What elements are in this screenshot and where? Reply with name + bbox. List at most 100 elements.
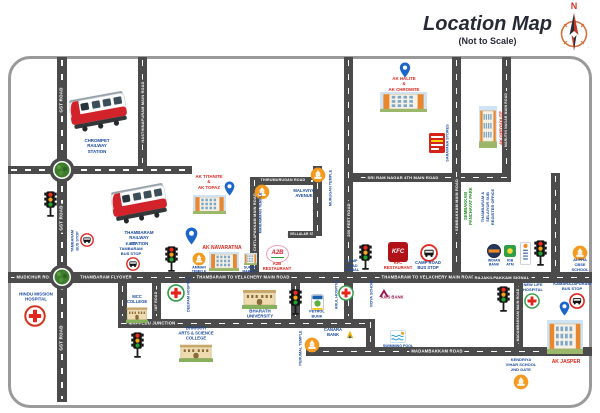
bus-stop-icon [420,244,438,262]
roundabout-icon [49,264,75,290]
train-icon [110,178,168,226]
label-bharath-arts-science-college: BHARATH ARTS & SCIENCE COLLEGE [178,325,214,341]
road-thirumurugan-road: THIRUMURUGAN ROAD [252,177,317,185]
supermarket-sign-icon [429,133,445,153]
label-saravana-stores: SARAVANA STORES [445,124,450,162]
road-label-chitlapakkam-main-road: CHITLAPAKKAM MAIN ROAD [252,191,257,253]
label-thambaram-railway-station: THAMBARAM RAILWAY STATION [124,230,154,246]
label-camp-road-signal: CAMP ROAD SIGNAL [344,259,360,273]
building-photo [479,106,497,148]
road-sembakkam-main-road: SEMBAKKAM MAIN ROAD [452,57,461,272]
road-label-sri-ram-nagar-4th-main-road: SRI RAM NAGAR 4TH MAIN ROAD [365,174,441,180]
label-sembakkam-panchayat-park: SEMBAKKAM PANCHAYAT PARK [462,187,473,225]
hospital-cross-icon [524,293,540,309]
label-indian-bank: INDIAN BANK [487,258,501,267]
road-9 [118,283,127,319]
traffic-signal-icon [131,332,144,358]
college-building-icon [179,342,213,362]
label-ak-jasper: AK JASPER [551,359,581,365]
road-12 [313,166,322,236]
label-iob-atm: IOB ATM [506,258,514,267]
road-label-200-feet-road: 200 FEET ROAD [345,201,351,239]
page-title: Location Map [423,13,552,35]
bus-stop-icon [569,293,585,309]
hospital-cross-icon [24,305,46,327]
road-label-madambakkam-main-road: MADAMBAKKAM MAIN ROAD [515,286,521,344]
road-label-madambakkam-road: MADAMBAKKAM ROAD [409,348,465,354]
road-label-thambaram-to-velachery-main-road: THAMBARAM TO VELACHERY MAIN ROAD [379,274,477,280]
map-pin-icon [559,301,570,316]
road-label-maruthi-nagar-main-road: MARUTHI NAGAR MAIN ROAD [503,90,509,150]
college-building-icon [126,305,148,323]
temple-landmark-icon [304,337,320,353]
temple-landmark-icon [254,184,270,200]
road-label-iaf-road: IAF ROAD [153,289,159,313]
page-subtitle: (Not to Scale) [458,36,517,46]
map-pin-icon [185,227,198,245]
hospital-cross-icon [338,285,354,301]
label-vidya-school: VIDYA SCHOOL [369,278,374,308]
kfc-logo-icon: KFC [388,242,408,262]
swimming-pool-icon [390,330,406,343]
axis-bank-logo-icon [379,289,389,297]
label-thambaram-selaiyur-sub-register-office: THAMBARAM & SELAIYUR SUB REGISTER OFFICE [479,188,495,226]
label-perumal-temple: PERUMAL TEMPLE [298,330,303,366]
traffic-signal-icon [497,286,510,312]
road-madambakkam-main-road: MADAMBAKKAM MAIN ROAD [514,283,523,347]
kfc-logo-text: KFC [391,249,405,255]
label-murugan-temple: MURUGAN TEMPLE [328,169,333,207]
label-kendriya-vihar-school-2nd-gate: KENDRIYA VIHAR SCHOOL 2ND GATE [505,356,537,372]
label-mcc-college: MCC COLLEGE [126,293,148,304]
label-ak-titanite-ak-topaz: AK TITANITE & AK TOPAZ [195,174,223,190]
college-building-icon [242,287,277,309]
map-pin-icon [399,62,411,78]
bus-stop-icon [126,257,140,271]
road-iaf-road: IAF ROAD [152,283,161,319]
road-label-gst-road: GST ROAD [58,85,65,115]
road-0 [8,166,192,174]
road-mappedu-junction: MAPPEDU JUNCTION [118,319,372,328]
a2b-logo-text: A2B [271,250,284,258]
traffic-signal-icon [165,246,178,272]
road-maruthi-nagar-main-road: MARUTHI NAGAR MAIN ROAD [502,57,511,173]
atm-kiosk-icon [520,242,531,265]
road-17 [551,173,560,272]
road-madambakkam-road: MADAMBAKKAM ROAD [306,347,592,356]
label-petrol-bunk: PETROL BUNK [309,309,325,318]
temple-landmark-icon [192,252,206,266]
label-alpha-cbse-school: ALPHA CBSE SCHOOL [571,256,589,272]
label-east-tambaram-bus-stop: EAST TAMBARAM BUS STOP [119,240,143,256]
bank-logo-icon [487,244,501,258]
building-photo [380,92,427,112]
label-ak-chrysolite: AK CHRYSOLITE [498,110,504,146]
label-arul-hospital: ARUL HOSPITAL [334,278,339,310]
road-label-mappedu-junction: MAPPEDU JUNCTION [126,320,178,326]
canara-bank-logo-icon [345,329,355,339]
traffic-signal-icon [534,240,547,266]
road-chitlapakkam-main-road: CHITLAPAKKAM MAIN ROAD [250,177,259,272]
road-19 [366,319,375,347]
label-tambaram-bus-stop: TAMBARAM BUS STOP [70,229,79,253]
building-photo [193,195,226,214]
label-ak-navaratna: AK NAVARATNA [202,245,242,251]
roundabout-icon [49,157,75,183]
label-bharath-university: BHARATH UNIVERSITY [246,308,274,319]
bus-stop-icon [80,233,94,247]
label-deepam-hospital: DEEPAM HOSPITAL [186,276,191,312]
road-label-gst-road: GST ROAD [58,203,65,233]
compass-rose-icon [560,13,588,51]
temple-landmark-icon [513,374,529,390]
traffic-signal-icon [44,191,57,217]
road-label-gst-road: GST ROAD [58,323,65,353]
road-hasthinapuram-main-road: HASTHINAPURAM MAIN ROAD [138,57,147,166]
bank-atm-icon [504,245,516,257]
label-mariamman-temple: MARIAMMAN TEMPLE [258,192,263,234]
label-chrompet-railway-station: CHROMPET RAILWAY STATION [84,138,110,154]
label-axis-bank: AXIS BANK [380,294,404,300]
road-label-sembakkam-main-road: SEMBAKKAM MAIN ROAD [454,177,459,233]
label-kfc-restaurant: KFC RESTAURANT [383,259,413,270]
petrol-bunk-icon [311,294,324,311]
road-label-hasthinapuram-main-road: HASTHINAPURAM MAIN ROAD [140,79,145,145]
